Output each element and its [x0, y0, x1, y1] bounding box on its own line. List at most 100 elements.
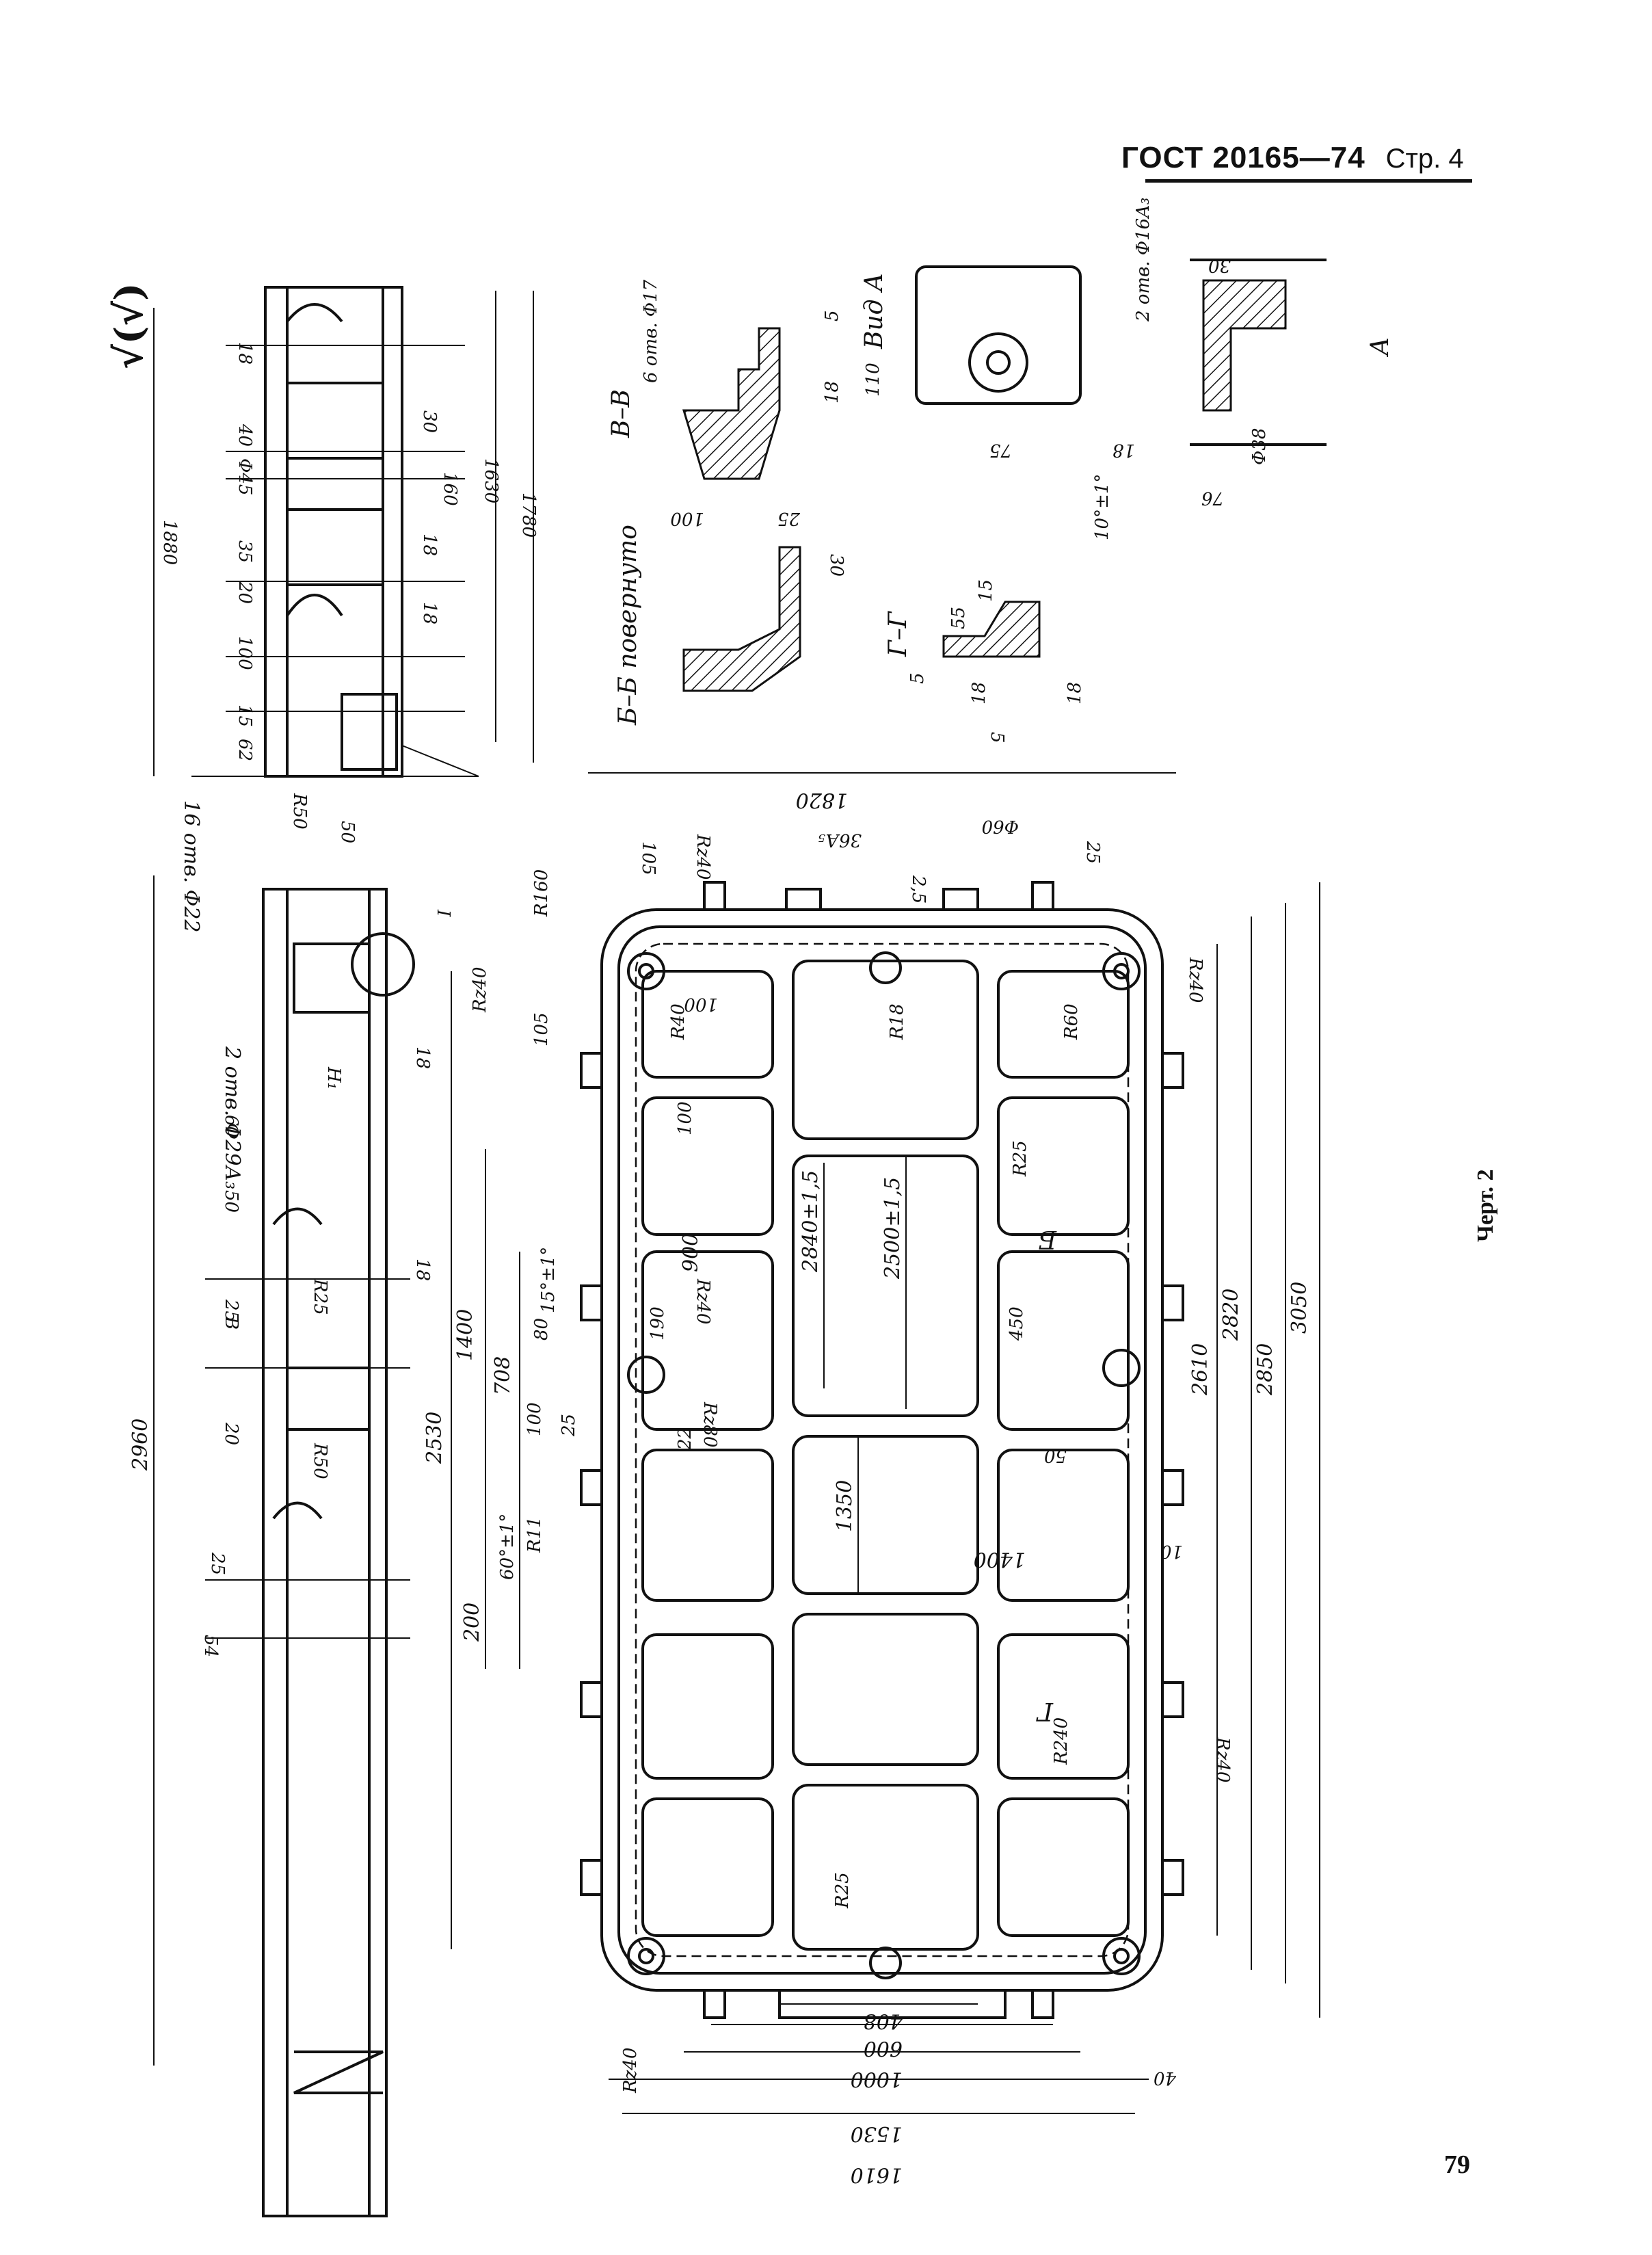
- dimension-label-detail-dims-d55: 55: [948, 607, 969, 629]
- dimension-label-plan-dims-rz80: Rz80: [700, 1401, 720, 1447]
- dimension-label-side-dims-holes-22: 16 отв. Φ22: [179, 800, 203, 933]
- dimension-label-detail-dims-d30b: 30: [1208, 255, 1231, 276]
- dimension-label-plan-dims-width-1000: 1000: [851, 2067, 903, 2091]
- dimension-label-side-dims-d100: 100: [235, 636, 255, 670]
- dimension-label-side-dims-d18b: 18: [419, 533, 440, 556]
- dimension-label-side-dims-d15: 15: [235, 704, 255, 727]
- dimension-label-plan-dims-dim-50: 50: [1044, 1445, 1067, 1466]
- detail-dims: 6 отв. Φ17 5 18 110 100 25 30 75 18 2 от…: [641, 198, 1394, 743]
- dimension-label-plan-dims-h-708: 708: [491, 1356, 515, 1395]
- dimension-label-side-dims-d1880: 1880: [159, 520, 180, 565]
- lower-side-view: [153, 875, 415, 2217]
- dimension-label-plan-dims-dim-25: 25: [559, 1414, 579, 1437]
- dimension-label-plan-dims-dim-450: 450: [1007, 1306, 1027, 1341]
- section-labels: В–В Б–Б повернуто Г–Г Вид А: [607, 273, 912, 726]
- dimension-label-sections-g-g: Г–Г: [884, 611, 912, 657]
- dimension-label-plan-dims-rz40-f: Rz40: [620, 2048, 641, 2094]
- dimension-label-side-dims-d54: 54: [200, 1635, 221, 1657]
- dimension-label-plan-dims-width-total: 1610: [851, 2163, 903, 2187]
- dimension-label-plan-dims-center-2500: 2500±1,5: [881, 1177, 905, 1280]
- dimension-label-detail-dims-d30: 30: [826, 554, 847, 577]
- dimension-label-plan-dims-dim-22: 22: [675, 1427, 695, 1451]
- dimension-label-detail-dims-d75: 75: [989, 440, 1012, 460]
- roughness-symbol: √(√): [107, 282, 152, 369]
- dimension-label-side-dims-total-2960: 2960: [129, 1419, 152, 1471]
- dimension-label-detail-dims-d5b: 5: [907, 672, 928, 684]
- dimension-label-plan-dims-dim-80: 80: [531, 1318, 552, 1341]
- dimension-label-plan-dims-r25b: R25: [832, 1872, 853, 1909]
- dimension-label-side-dims-d60: 60: [221, 1115, 241, 1137]
- dimension-label-plan-dims-rad-100a: 100: [684, 994, 718, 1014]
- dimension-label-side-dims-r50b: R50: [310, 1442, 330, 1479]
- dimension-label-plan-dims-r60: R60: [1061, 1003, 1082, 1040]
- dimension-label-side-dims-mark-1: I: [433, 909, 453, 917]
- page-label: Стр. 4: [1385, 144, 1464, 174]
- dimension-label-plan-dims-top-2-5: 2,5: [908, 875, 929, 904]
- dimension-label-plan-dims-angle-15: 15°±1°: [538, 1247, 559, 1313]
- dimension-label-plan-dims-rz40-c: Rz40: [1185, 957, 1205, 1003]
- dimension-label-detail-dims-phi38: Φ38: [1249, 428, 1270, 465]
- dimension-label-plan-dims-dim-40: 40: [1154, 2068, 1177, 2088]
- dimension-label-detail-dims-d18b: 18: [1113, 440, 1135, 460]
- dimension-label-plan-dims-top-36a: 36А₅: [818, 830, 862, 850]
- dimension-label-plan-dims-r240: R240: [1051, 1717, 1071, 1765]
- dimension-label-side-dims-d50: 50: [337, 821, 358, 843]
- dimension-label-side-dims-d18d: 18: [412, 1046, 433, 1069]
- dimension-label-plan-dims-r40: R40: [668, 1003, 689, 1040]
- page-header: ГОСТ 20165—74 Стр. 4: [1121, 141, 1477, 189]
- dimension-label-detail-dims-a-mark: А: [1366, 337, 1394, 358]
- dimension-label-side-dims-d1630: 1630: [481, 458, 501, 503]
- dimension-label-side-dims-d62: 62: [235, 739, 255, 761]
- dimension-label-detail-dims-d10: 10°±1°: [1092, 474, 1113, 540]
- plan-dims: 1610 1530 1000 600 408 1820 105 Φ60 25 3…: [423, 788, 1311, 2187]
- dimension-label-side-dims-h1: H₁: [323, 1066, 344, 1090]
- dimension-label-side-dims-d160: 160: [440, 472, 460, 506]
- dimension-label-side-dims-d25: 25: [221, 1299, 241, 1322]
- dimension-label-detail-dims-holes-17: 6 отв. Φ17: [641, 279, 661, 383]
- dimension-label-plan-dims-top-25: 25: [1082, 841, 1103, 864]
- dimension-label-plan-dims-width-1530: 1530: [851, 2122, 903, 2146]
- dimension-label-side-dims-d18c: 18: [419, 602, 440, 624]
- dimension-label-sections-v-v: В–В: [607, 389, 635, 438]
- dimension-label-plan-dims-r160: R160: [531, 869, 552, 917]
- dimension-label-plan-dims-rz40-a: Rz40: [693, 834, 713, 880]
- dimension-label-plan-dims-r25a: R25: [1010, 1140, 1030, 1177]
- section-details: [682, 259, 1327, 692]
- plan-view: [451, 772, 1320, 2114]
- page-number: 79: [1444, 2150, 1470, 2179]
- dimension-label-plan-dims-h-200: 200: [460, 1603, 484, 1642]
- dimension-label-plan-dims-h-2850: 2850: [1253, 1343, 1277, 1396]
- standard-number: ГОСТ 20165—74: [1121, 141, 1365, 174]
- lower-side-dims: 2960 2 отв. Φ29А₃ 18 H₁ 60 50 25 R25 18 …: [129, 909, 453, 1657]
- dimension-label-sections-b-b: Б–Б повернуто: [614, 525, 642, 726]
- dimension-label-plan-dims-r11: R11: [524, 1516, 545, 1553]
- dimension-label-detail-dims-holes-16: 2 отв. Φ16А₃: [1133, 198, 1154, 322]
- dimension-label-side-dims-d25b: 25: [207, 1552, 228, 1575]
- dimension-label-plan-dims-top-105: 105: [638, 841, 658, 875]
- header-underline: [1145, 179, 1472, 183]
- dimension-label-detail-dims-d100: 100: [670, 508, 704, 529]
- dimension-label-plan-dims-center-1350: 1350: [833, 1480, 857, 1532]
- dimension-label-plan-dims-dim-105: 105: [531, 1012, 552, 1046]
- dimension-label-side-dims-d35: 35: [235, 540, 255, 563]
- dimension-label-detail-dims-d5: 5: [822, 310, 842, 321]
- dimension-label-plan-dims-h-2820: 2820: [1219, 1289, 1243, 1341]
- dimension-label-plan-dims-dim-100: 100: [524, 1402, 545, 1436]
- dimension-label-detail-dims-d18c: 18: [969, 682, 989, 704]
- dimension-label-plan-dims-r18: R18: [887, 1003, 907, 1040]
- dimension-label-detail-dims-d18d: 18: [1065, 682, 1085, 704]
- dimension-label-roughness-symbol: √(√): [107, 282, 152, 369]
- dimension-label-side-dims-d20: 20: [235, 581, 255, 604]
- dimension-label-side-dims-d50b: 50: [221, 1190, 241, 1213]
- dimension-label-plan-dims-h-2610: 2610: [1188, 1343, 1212, 1396]
- dimension-label-plan-dims-dim-10: 10: [1160, 1541, 1183, 1561]
- dimension-label-plan-dims-g-mark: Г: [1036, 1697, 1054, 1725]
- dimension-label-plan-dims-top-phi60: Φ60: [982, 816, 1019, 836]
- dimension-label-side-dims-d18a: 18: [235, 342, 255, 365]
- dimension-label-plan-dims-rz40-e: Rz40: [693, 1278, 713, 1324]
- dimension-label-plan-dims-rz40-d: Rz40: [1212, 1737, 1233, 1782]
- dimension-label-side-dims-phi45: Φ45: [235, 458, 255, 495]
- dimension-label-side-dims-d18e: 18: [412, 1258, 433, 1281]
- dimension-label-plan-dims-h-3050: 3050: [1288, 1282, 1311, 1334]
